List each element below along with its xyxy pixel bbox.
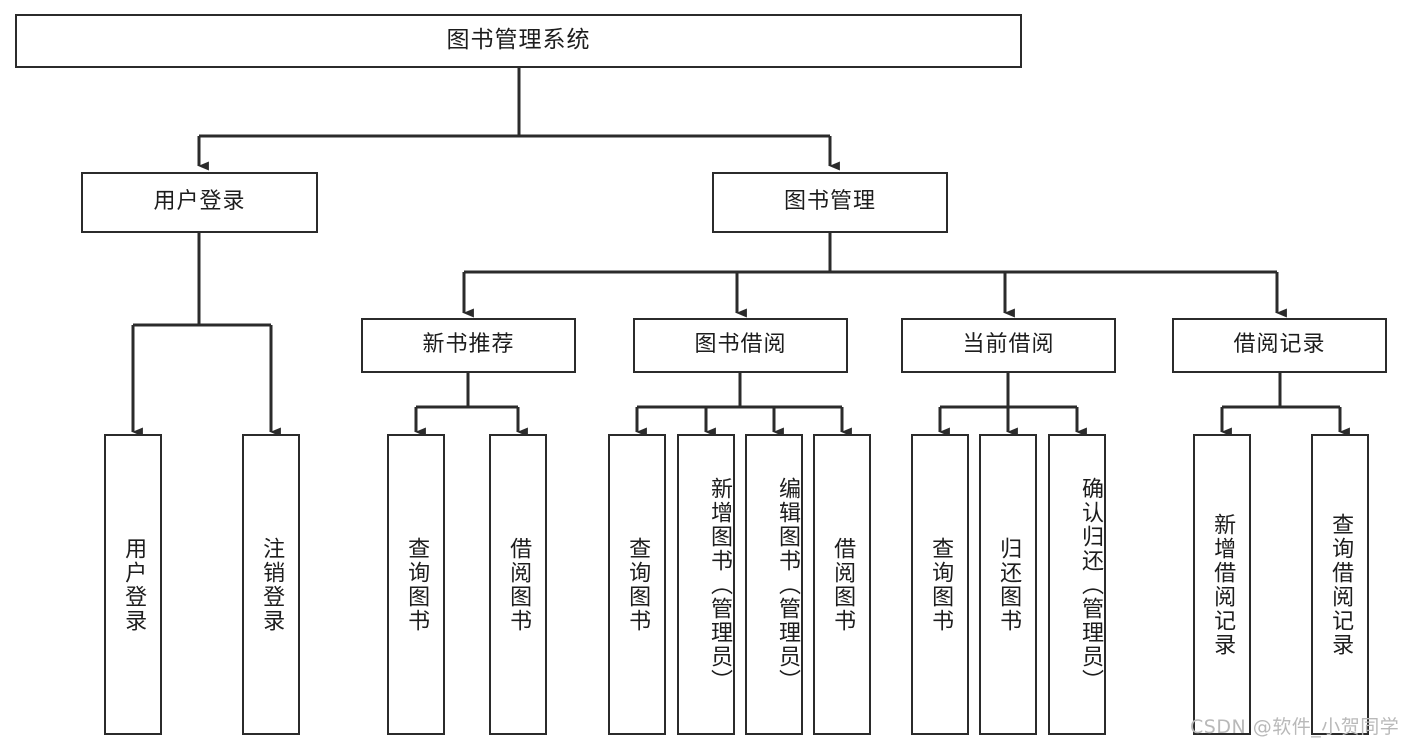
node-borrow-record[interactable]: 借阅记录 [1172,318,1387,373]
node-label: 编辑图书（管理员） [775,476,800,693]
node-leaf-logout-login[interactable]: 注销登录 [242,434,300,735]
node-label: 图书借阅 [694,332,787,358]
node-new-book-recommend[interactable]: 新书推荐 [361,318,576,373]
node-label: 查询借阅记录 [1328,512,1354,657]
node-user-login[interactable]: 用户登录 [81,172,318,233]
node-label: 新书推荐 [422,332,515,358]
node-leaf-confirm-return[interactable]: 确认归还（管理员） [1048,434,1106,735]
node-root-system[interactable]: 图书管理系统 [15,14,1022,68]
node-leaf-query-record[interactable]: 查询借阅记录 [1311,434,1369,735]
node-label: 借阅图书 [506,536,532,633]
node-leaf-query-book-1[interactable]: 查询图书 [387,434,445,735]
node-book-borrow[interactable]: 图书借阅 [633,318,848,373]
node-label: 新增借阅记录 [1210,512,1236,657]
node-current-borrow[interactable]: 当前借阅 [901,318,1116,373]
node-leaf-borrow-book-2[interactable]: 借阅图书 [813,434,871,735]
node-leaf-edit-book[interactable]: 编辑图书（管理员） [745,434,803,735]
node-label: 当前借阅 [962,332,1055,358]
node-label: 图书管理 [783,189,876,215]
node-label: 借阅记录 [1233,332,1326,358]
node-label: 归还图书 [996,536,1022,633]
node-label: 新增图书（管理员） [707,476,732,693]
node-leaf-borrow-book-1[interactable]: 借阅图书 [489,434,547,735]
node-label: 借阅图书 [830,536,856,633]
node-book-management[interactable]: 图书管理 [712,172,948,233]
node-label: 注销登录 [259,536,285,633]
watermark-text: CSDN @软件_小贺同学 [1190,716,1400,738]
node-label: 用户登录 [153,189,246,215]
node-label: 查询图书 [928,536,954,633]
node-leaf-add-book[interactable]: 新增图书（管理员） [677,434,735,735]
node-leaf-add-record[interactable]: 新增借阅记录 [1193,434,1251,735]
node-label: 图书管理系统 [446,27,591,54]
node-label: 用户登录 [121,536,147,633]
node-label: 确认归还（管理员） [1078,476,1103,693]
node-leaf-user-login[interactable]: 用户登录 [104,434,162,735]
node-label: 查询图书 [625,536,651,633]
node-leaf-return-book[interactable]: 归还图书 [979,434,1037,735]
node-label: 查询图书 [404,536,430,633]
node-leaf-query-book-2[interactable]: 查询图书 [608,434,666,735]
node-leaf-query-book-3[interactable]: 查询图书 [911,434,969,735]
